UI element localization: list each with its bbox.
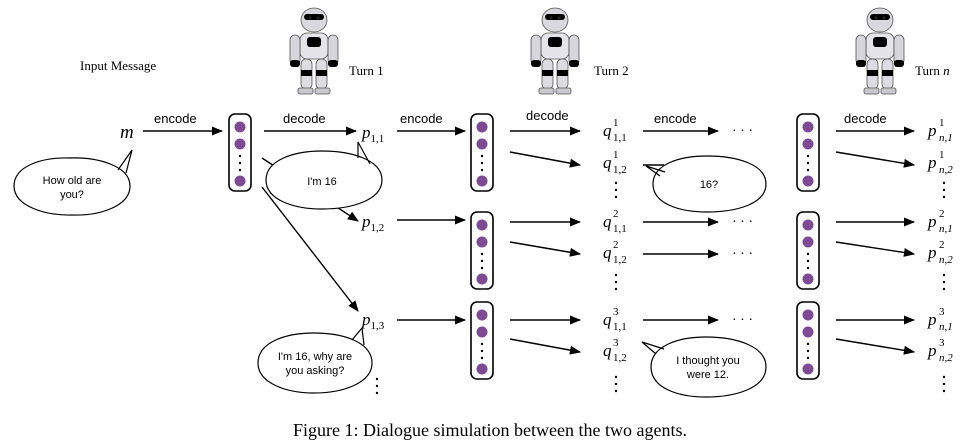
robot-agent-turn-n-icon [855, 7, 905, 95]
ellipsis-row-2: · · · [732, 215, 753, 230]
q-2-11-sup: 2 [613, 208, 619, 220]
q-2-11-label: q [603, 212, 612, 231]
p-n-3-2-sup: 3 [939, 337, 945, 349]
encoder-state-box-na [796, 113, 820, 192]
p-n-3-1-label: p [927, 310, 937, 329]
q-1-12-label: q [603, 153, 612, 172]
bubble-thought-line2: were 12. [686, 369, 729, 381]
bubble-im16-text: I'm 16 [307, 176, 337, 188]
bubble-how-old-shape [13, 149, 133, 216]
p-n-2-2-sup: 2 [939, 239, 945, 251]
encoder-state-box-1 [228, 113, 252, 192]
p-n-1-2-label: p [927, 153, 937, 172]
p-n-1-2-sup: 1 [939, 149, 945, 161]
p-n-2-1-sup: 2 [939, 208, 945, 220]
input-m-symbol: m [120, 122, 134, 143]
turn1-label: Turn 1 [349, 63, 384, 78]
p-n-1-1-label: p [927, 121, 937, 140]
p-n-1-1-sub: n,1 [939, 132, 953, 144]
bubble-why-line1: I'm 16, why are [278, 351, 352, 363]
ellipsis-row-1: · · · [732, 124, 753, 139]
arrow-decode-pn3-2 [835, 338, 916, 355]
p-n-3-1-sup: 3 [939, 306, 945, 318]
bubble-why-shape [257, 326, 373, 394]
decode-label-2: decode [526, 108, 569, 123]
p-1-1-label: p1,1 [361, 123, 384, 145]
q-2-12-sub: 1,2 [613, 254, 627, 266]
p-1-2-label: p1,2 [361, 212, 384, 234]
p-n-2-1-sub: n,1 [939, 223, 953, 235]
bubble-im16-shape [265, 141, 383, 210]
q-2-12-label: q [603, 243, 612, 262]
encoder-state-box-2c [470, 301, 494, 380]
decode-label-1: decode [283, 111, 326, 126]
figure-caption: Figure 1: Dialogue simulation between th… [293, 420, 687, 440]
bubble-thought-line1: I thought you [676, 355, 740, 367]
p-n-2-2-label: p [927, 243, 937, 262]
bubble-16q-text: 16? [700, 179, 718, 191]
p-1-3-label: p1,3 [361, 310, 385, 332]
turn-n-label: Turn n [915, 63, 950, 78]
decode-label-3: decode [844, 111, 887, 126]
p-n-1-1-sup: 1 [939, 117, 945, 129]
q-3-11-sup: 3 [613, 306, 619, 318]
ellipsis-row-4: · · · [732, 313, 753, 328]
q-1-12-sub: 1,2 [613, 164, 627, 176]
input-message-label: Input Message [80, 58, 156, 73]
p-n-1-2-sub: n,2 [939, 164, 953, 176]
turn2-label: Turn 2 [594, 63, 629, 78]
q-3-11-label: q [603, 310, 612, 329]
q-1-11-sup: 1 [613, 117, 619, 129]
encode-label-3: encode [654, 111, 697, 126]
arrow-decode-q3-12 [509, 338, 582, 355]
encode-label-1: encode [154, 111, 197, 126]
q-1-11-label: q [603, 121, 612, 140]
q-1-12-sup: 1 [613, 149, 619, 161]
encode-label-2: encode [400, 111, 443, 126]
encoder-state-box-2b [470, 211, 494, 290]
arrow-decode-pn2-2 [835, 241, 916, 257]
robot-agent-1-turn1-icon [289, 7, 339, 95]
robot-agent-2-turn2-icon [530, 7, 580, 95]
q-3-12-sub: 1,2 [613, 352, 627, 364]
encoder-state-box-2a [470, 113, 494, 192]
p-n-3-1-sub: n,1 [939, 321, 953, 333]
q-3-12-label: q [603, 341, 612, 360]
encoder-state-box-nb [796, 211, 820, 290]
q-2-12-sup: 2 [613, 239, 619, 251]
bubble-how-old-line2: you? [60, 189, 84, 201]
q-2-11-sub: 1,1 [613, 223, 627, 235]
bubble-how-old-line1: How old are [43, 175, 102, 187]
bubble-16q-shape [645, 155, 767, 213]
q-3-12-sup: 3 [613, 337, 619, 349]
p-n-2-2-sub: n,2 [939, 254, 953, 266]
arrow-decode-q2-12 [509, 241, 582, 257]
q-3-11-sub: 1,1 [613, 321, 627, 333]
q-1-11-sub: 1,1 [613, 132, 627, 144]
arrow-decode-q1-12 [509, 151, 582, 168]
p-n-3-2-sub: n,2 [939, 352, 953, 364]
p-n-3-2-label: p [927, 341, 937, 360]
bubble-why-line2: you asking? [286, 365, 345, 377]
encoder-state-box-nc [796, 301, 820, 380]
arrow-decode-p13 [261, 186, 359, 312]
bubble-thought-shape [641, 336, 767, 398]
p-n-2-1-label: p [927, 212, 937, 231]
ellipsis-row-3: · · · [732, 247, 753, 262]
vertical-ellipses [375, 181, 946, 395]
arrow-decode-pn1-2 [835, 151, 916, 168]
